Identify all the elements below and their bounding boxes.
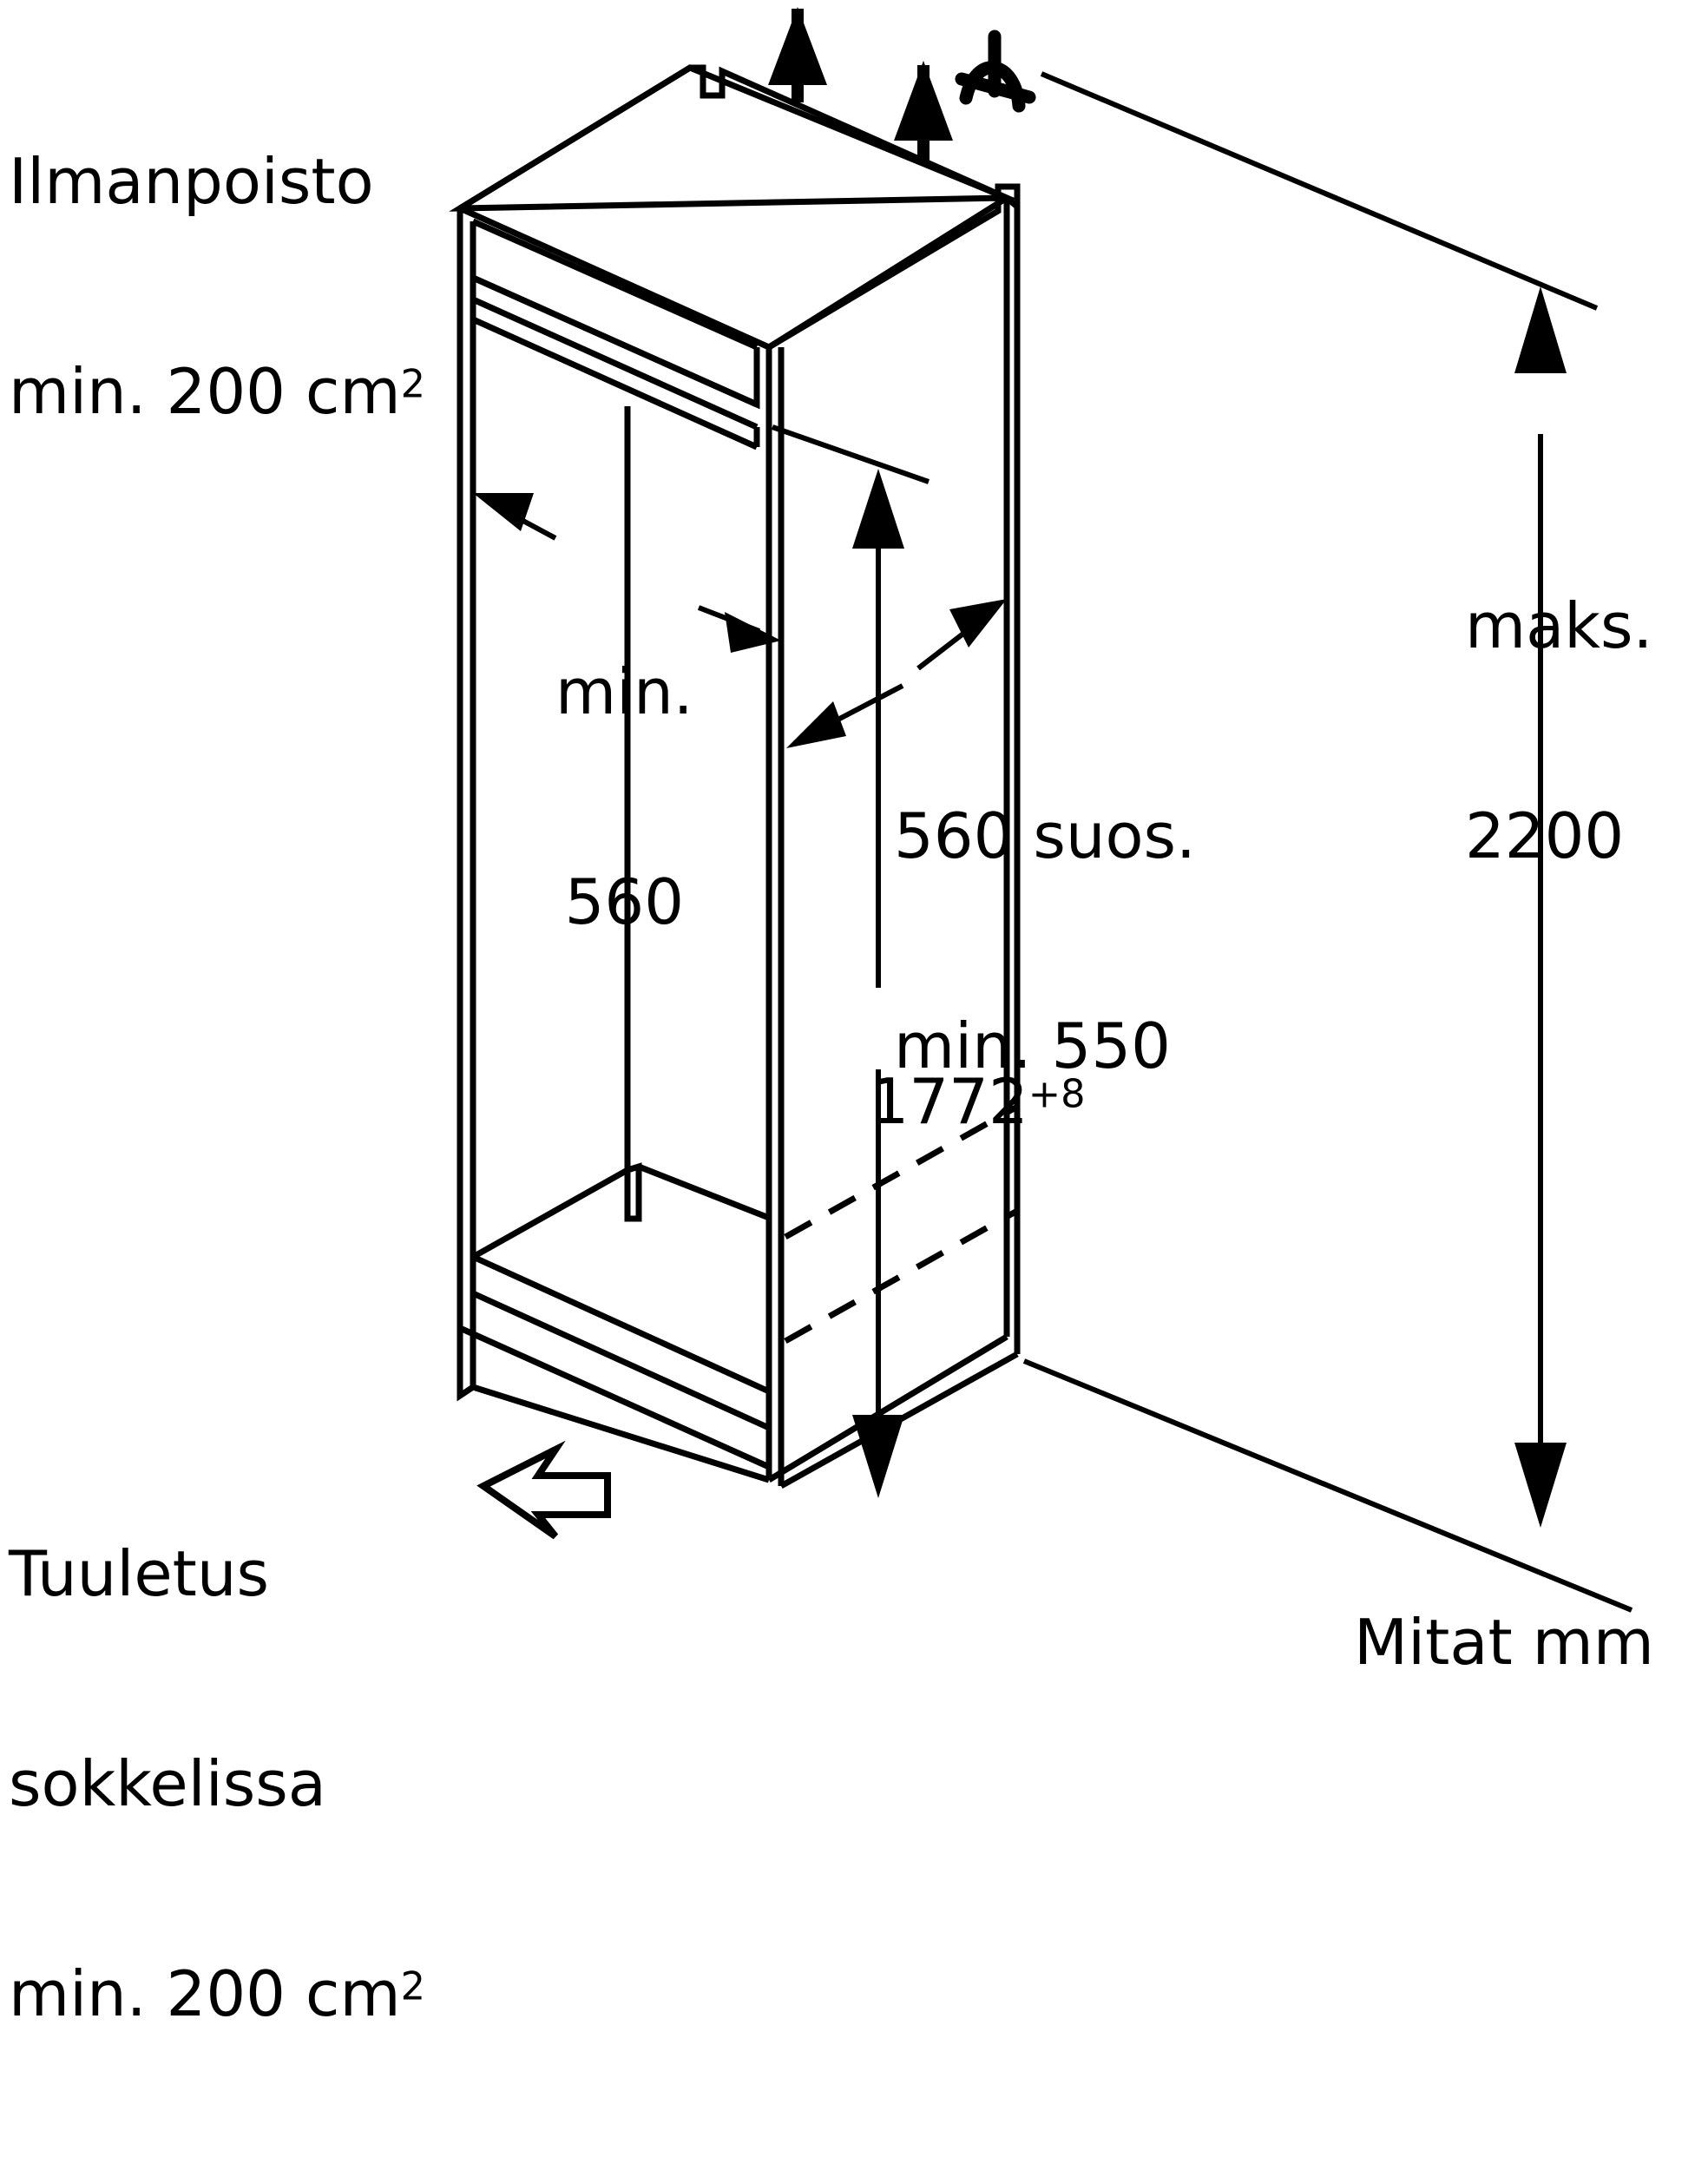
- top-face-right-notch: [767, 183, 1021, 351]
- exhaust-arrow-head-2: [894, 61, 953, 141]
- plinth-rail-top: [471, 1290, 771, 1431]
- depth-dim-arrow-upper: [949, 599, 1007, 648]
- max-height-label-line1: maks.: [1465, 589, 1653, 663]
- plinth-left-cap: [457, 1293, 476, 1402]
- bottom-floor-front-edge: [471, 1253, 771, 1395]
- max-height-dimension: [1022, 286, 1633, 1613]
- plinth-label-line3-text: min. 200 cm: [9, 1957, 401, 2030]
- depth-leader-line: [772, 424, 930, 484]
- hidden-bottom-rear-edge: [784, 1103, 1019, 1240]
- depth-dim-arrow-lower: [786, 701, 846, 748]
- niche-height-arrow-bottom: [852, 1415, 904, 1498]
- top-face-back-edge: [458, 64, 1008, 211]
- technical-drawing-canvas: Ilmanpoisto min. 200 cm2 Tuuletus sokkel…: [9, 7, 1654, 2029]
- bottom-floor-right-edge-upper: [637, 1163, 771, 1221]
- width-dim-arrow-left: [473, 493, 534, 531]
- floor-leader-line: [1022, 1358, 1633, 1613]
- exhaust-arrow-head-1: [768, 7, 827, 85]
- niche-height-label: 1772+8: [790, 996, 1086, 1207]
- bottom-floor-back-notch: [471, 1162, 642, 1260]
- max-height-dim-arrow-top: [1514, 286, 1567, 373]
- exhaust-label-line2-text: min. 200 cm: [9, 355, 401, 429]
- plinth-intake-hollow-arrow: [476, 1440, 611, 1540]
- exhaust-arrows-group: [768, 7, 953, 161]
- cabinet-isometric-drawing: [449, 7, 1633, 1613]
- top-rail-lower: [471, 316, 759, 450]
- plinth-rail-mid: [458, 1325, 771, 1470]
- niche-height-arrow-top: [852, 469, 904, 549]
- hidden-bottom-rear-edge-2: [784, 1207, 1019, 1345]
- depth-label: 560 suos. min. 550: [894, 661, 1196, 1221]
- top-rail-upper: [471, 296, 759, 431]
- min-width-label-line2: 560: [564, 865, 685, 939]
- top-vent-gap-outline: [470, 221, 760, 410]
- niche-height-dimension: [852, 469, 904, 1498]
- width-dimension: [473, 493, 781, 653]
- niche-height-value: 1772: [869, 1064, 1028, 1138]
- ceiling-marker-group: [955, 30, 1599, 311]
- cabinet-outline: [449, 64, 1021, 1489]
- exhaust-label-superscript: 2: [400, 361, 425, 407]
- plinth-label-line2: sokkelissa: [9, 1747, 326, 1821]
- plinth-ventilation-label: Tuuletus sokkelissa min. 200 cm2: [9, 1399, 425, 2169]
- plinth-rail-bottom: [471, 1384, 771, 1483]
- units-note-label: Mitat mm: [1354, 1606, 1654, 1679]
- niche-height-tolerance: +8: [1028, 1070, 1086, 1116]
- top-vent-gap-upper: [471, 218, 759, 351]
- ceiling-marker-arc: [959, 61, 1026, 113]
- min-width-label: min. 560: [555, 517, 693, 1077]
- max-height-dim-arrow-bottom: [1514, 1443, 1567, 1528]
- depth-label-line1: 560 suos.: [894, 799, 1196, 873]
- top-face-front-edges: [458, 195, 1008, 351]
- max-height-label-line2: 2200: [1465, 799, 1625, 873]
- plinth-label-line3: min. 200 cm2: [9, 1959, 425, 2029]
- bottom-right-edge-2: [767, 1334, 1008, 1483]
- ceiling-leader-line: [1040, 71, 1599, 311]
- min-width-label-line1: min.: [555, 655, 693, 729]
- max-height-label: maks. 2200: [1465, 451, 1652, 1011]
- depth-label-line2: min. 550: [894, 1009, 1171, 1083]
- exhaust-ventilation-label: Ilmanpoisto min. 200 cm2: [9, 7, 425, 567]
- width-dim-arrow-right: [725, 612, 781, 653]
- plinth-label-superscript: 2: [400, 1963, 425, 2009]
- exhaust-label-line2: min. 200 cm2: [9, 357, 425, 427]
- depth-dimension: [772, 424, 1007, 748]
- top-vent-gap-lower: [471, 274, 759, 408]
- exhaust-label-line1: Ilmanpoisto: [9, 145, 374, 219]
- plinth-intake-arrow-group: [476, 1440, 611, 1540]
- plinth-label-line1: Tuuletus: [9, 1537, 269, 1611]
